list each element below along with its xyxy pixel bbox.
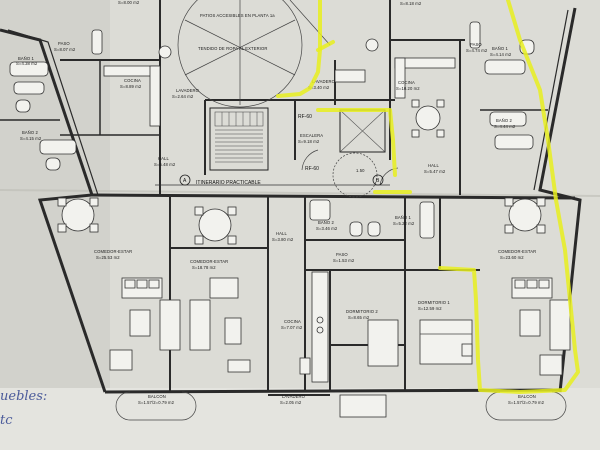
- handwriting-line2: tc: [0, 413, 13, 428]
- balcon-r-area: S=1.57/2=0.79 m2: [508, 400, 545, 405]
- paso-left-area: S=8.07 m2: [54, 47, 76, 52]
- bano2-left: BAÑO 2: [22, 130, 39, 135]
- comedor-r: COMEDOR-ESTAR: [498, 249, 536, 254]
- rf60-a-label: RF-60: [298, 114, 312, 120]
- mark-b-circle: [372, 174, 384, 186]
- balcon-l: BALCON: [148, 394, 166, 399]
- bano1-left-area: S=4.38 m2: [16, 61, 38, 66]
- hall-right-area: S=5.47 m2: [424, 169, 446, 174]
- cocina-m: COCINA: [284, 319, 301, 324]
- comedor-l: COMEDOR-ESTAR: [94, 249, 132, 254]
- top-left-area: S=8.00 m2: [118, 0, 140, 5]
- comedor-l-area: S=25.53 m2: [96, 255, 120, 260]
- handwriting-line1: uebles:: [0, 389, 47, 404]
- dorm1: DORMITORIO 1: [418, 300, 450, 305]
- bano1-right: BAÑO 1: [492, 46, 509, 51]
- lower-furniture: [57, 197, 571, 421]
- cocina-left-area: S=8.89 m2: [120, 84, 142, 89]
- lavadero-left-area: S=2.64 m2: [172, 94, 194, 99]
- lavadero-b: LAVADERO: [282, 394, 306, 399]
- bano1-left: BAÑO 1: [18, 56, 35, 61]
- paso-left: PASO: [58, 41, 70, 46]
- paso-right: PASO: [470, 42, 482, 47]
- paper-lower: [0, 388, 600, 450]
- dorm2-area: S=8.65 m2: [348, 315, 370, 320]
- lavadero-b-area: S=2.05 m2: [280, 400, 302, 405]
- mark-b: B: [376, 178, 380, 184]
- comedor-m-area: S=18.78 m2: [192, 265, 216, 270]
- comedor-r-area: S=23.60 m2: [500, 255, 524, 260]
- lavadero-left: LAVADERO: [176, 88, 200, 93]
- hall-right: HALL: [428, 163, 439, 168]
- lavadero-c: LAVADERO: [312, 79, 336, 84]
- bano1-m-area: S=5.22 m2: [393, 221, 415, 226]
- paso-right-area: S=4.74 m2: [466, 48, 488, 53]
- bano2-m: BAÑO 2: [318, 220, 335, 225]
- itinerario-label: ITINERARIO PRACTICABLE: [196, 180, 261, 186]
- escalera-area: S=9.18 m2: [298, 139, 320, 144]
- hall-left: HALL: [158, 156, 169, 161]
- bano1-right-area: S=4.14 m2: [490, 52, 512, 57]
- cocina-m-area: S=7.07 m2: [281, 325, 303, 330]
- mark-a-circle: [179, 174, 191, 186]
- balcon-r: BALCON: [518, 394, 536, 399]
- lavadero-c-area: S=3.40 m2: [308, 85, 330, 90]
- upper-furniture: [9, 21, 535, 171]
- staircase: [155, 107, 399, 198]
- bano1-m: BAÑO 1: [395, 215, 412, 220]
- dorm2: DORMITORIO 2: [346, 309, 378, 314]
- bano2-right-area: S=4.44 m2: [494, 124, 516, 129]
- escalera-label: ESCALERA: [300, 133, 323, 138]
- highlighter-marks: [276, 0, 580, 394]
- hall-m: HALL: [276, 231, 287, 236]
- bano2-right: BAÑO 2: [496, 118, 513, 123]
- comedor-m: COMEDOR-ESTAR: [190, 259, 228, 264]
- dorm1-area: S=12.59 m2: [418, 306, 442, 311]
- patios-label: PATIOS ACCESIBLES EN PLANTA 1a: [200, 13, 275, 18]
- paso-m-area: S=1.53 m2: [333, 258, 355, 263]
- cocina-left: COCINA: [124, 78, 141, 83]
- balcon-l-area: S=1.57/2=0.79 m2: [138, 400, 175, 405]
- paso-m: PASO: [336, 252, 348, 257]
- outer-walls: [0, 0, 582, 396]
- mark-a: A: [183, 178, 187, 184]
- bano2-m-area: S=3.46 m2: [316, 226, 338, 231]
- hall-m-area: S=3.80 m2: [272, 237, 294, 242]
- cocina-right-area: S=10.20 m2: [396, 86, 420, 91]
- patio: [177, 0, 331, 108]
- tendido-label: TENDIDO DE ROPA AL EXTERIOR: [198, 46, 267, 51]
- top-right-area: S=8.18 m2: [400, 1, 422, 6]
- circle-dimension: 1.50: [356, 168, 365, 173]
- hall-left-area: S=5.48 m2: [154, 162, 176, 167]
- paper-fold: [0, 189, 600, 197]
- bano2-left-area: S=4.15 m2: [20, 136, 42, 141]
- cocina-right: COCINA: [398, 80, 415, 85]
- rf60-b-label: RF-60: [305, 166, 319, 172]
